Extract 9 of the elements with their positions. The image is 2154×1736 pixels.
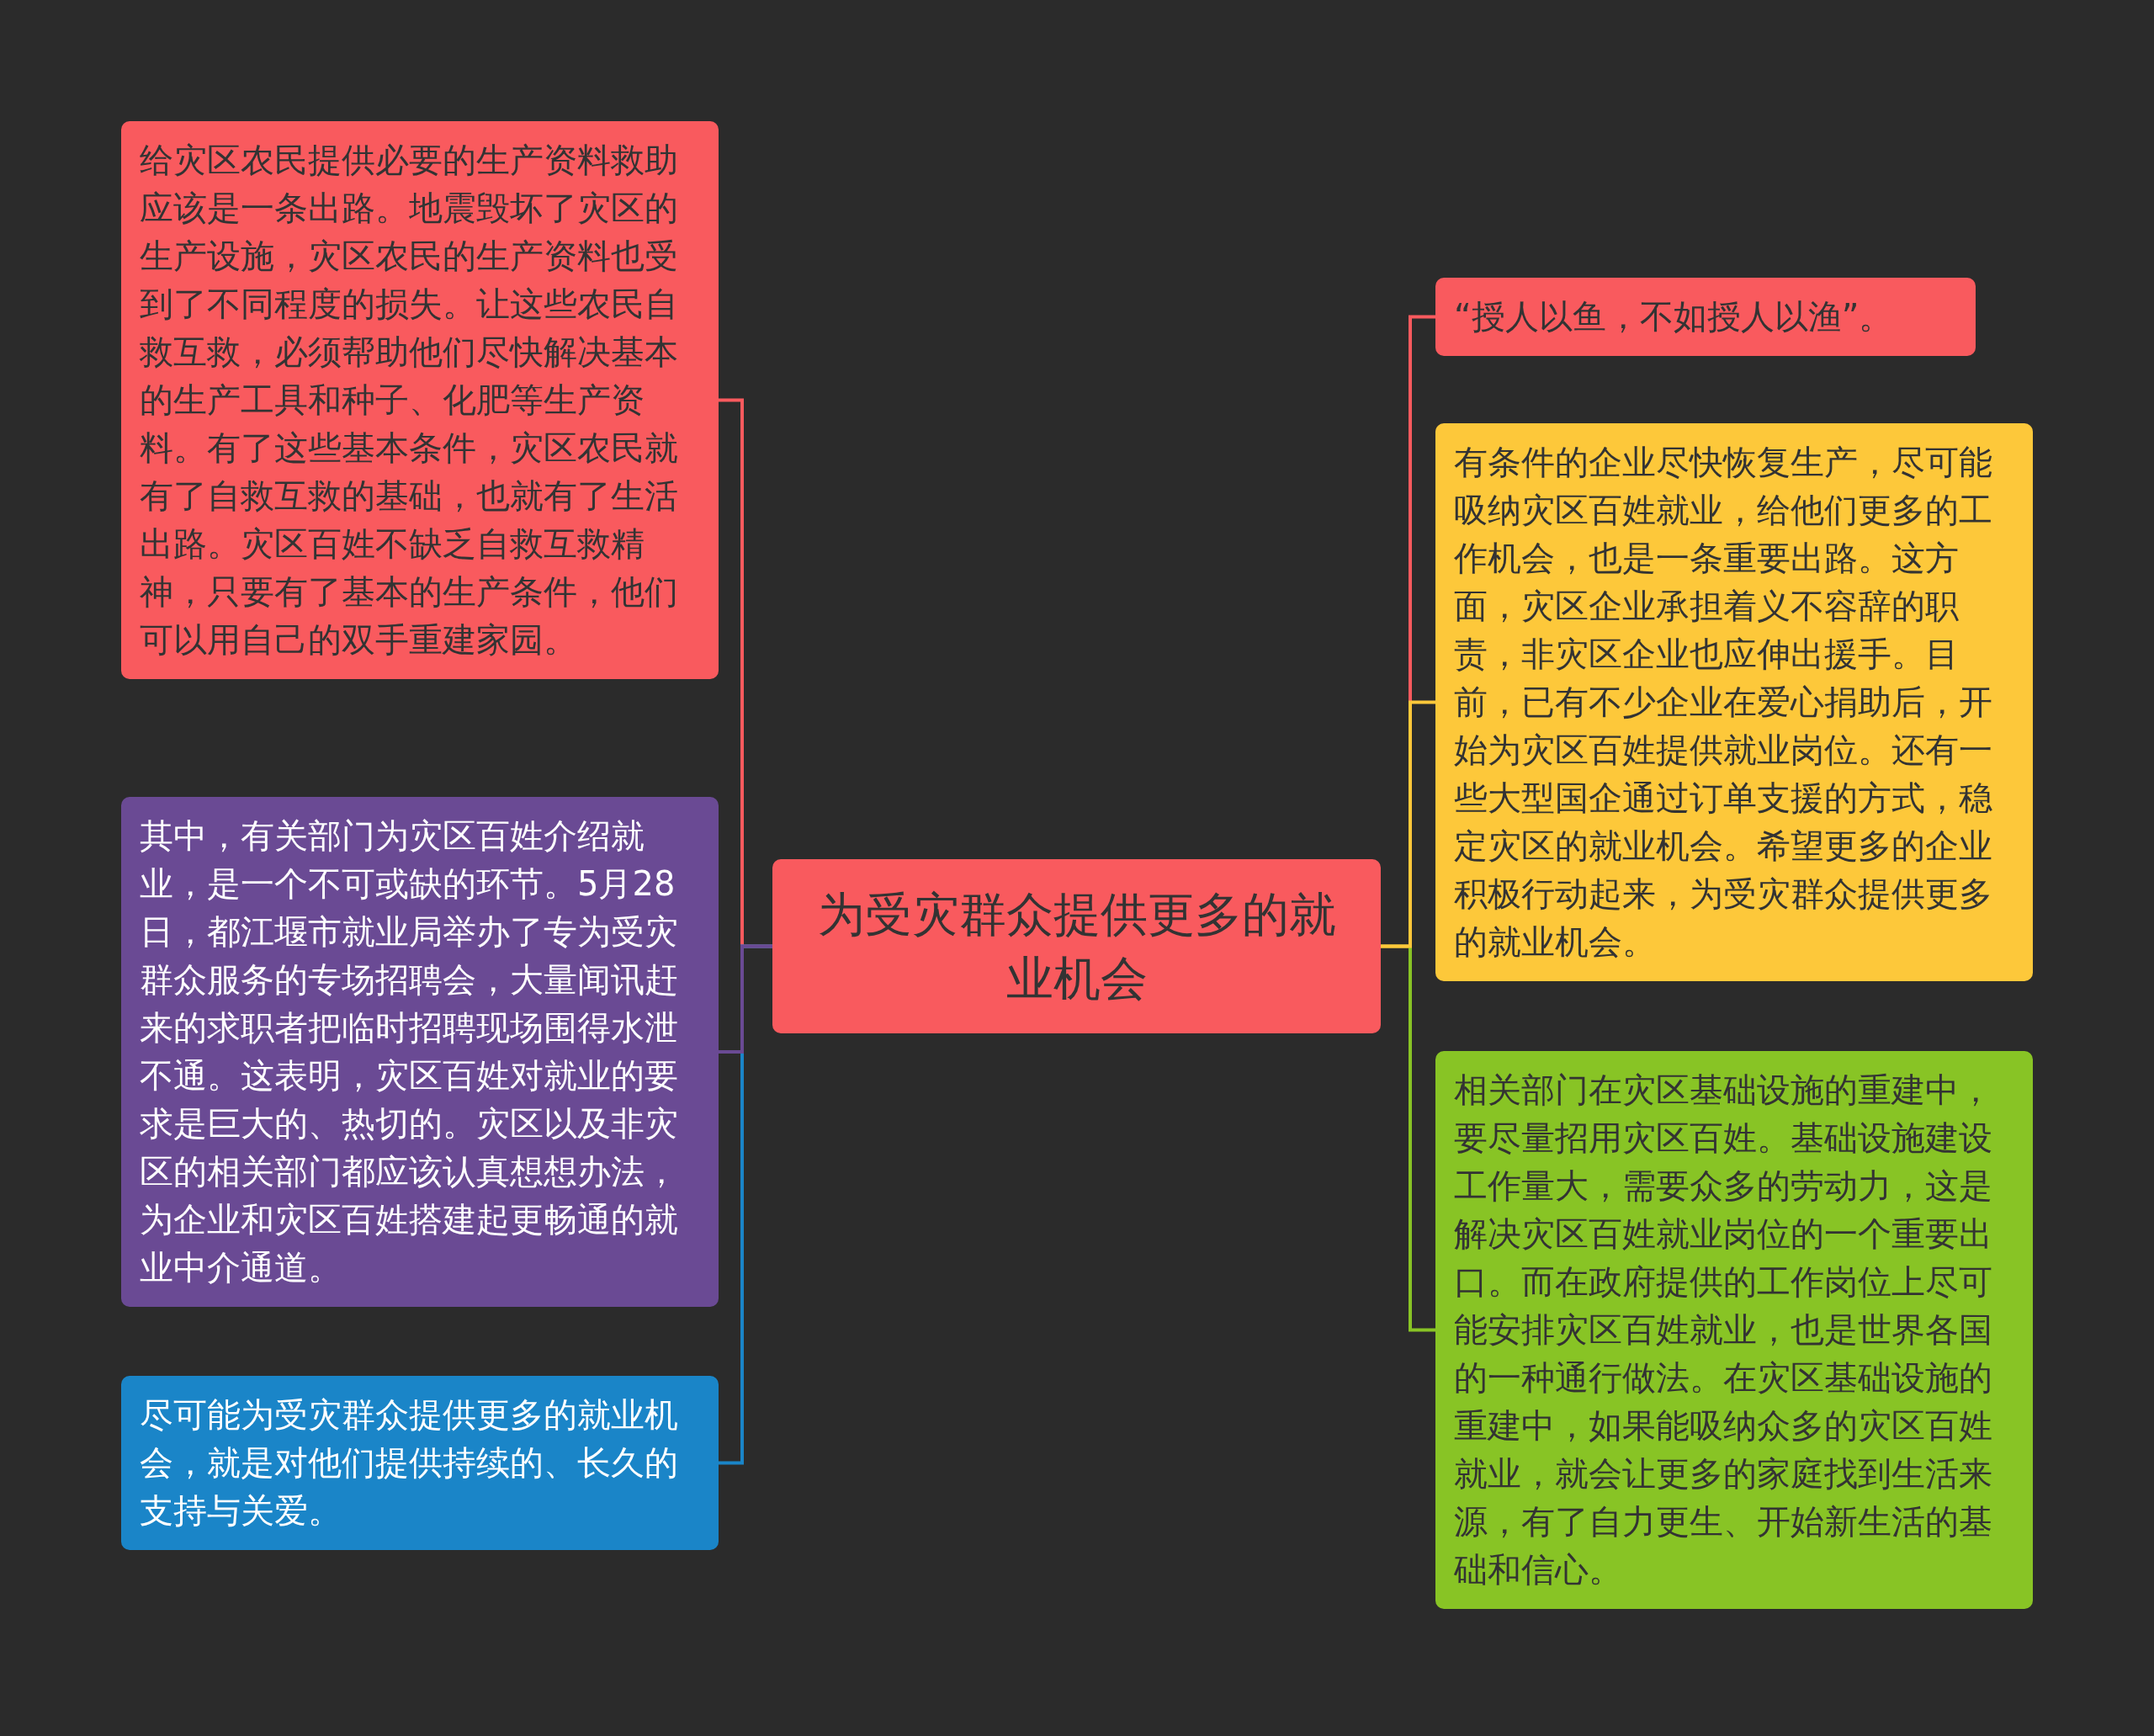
- connector-line: [719, 944, 772, 1054]
- branch-box: 相关部门在灾区基础设施的重建中，要尽量招用灾区百姓。基础设施建设工作量大，需要众多的劳动力，这是解决灾区百姓就业岗位的一个重要出口。而在政府提供的工作岗位上尽可能安排灾区百姓就业，也是世界各国的一种通行做法。在灾区基础设施的重建中，如果能吸纳众多的灾区百姓就业，就会让更多的家庭找到生活来源，有了自力更生、开始新生活的基础和信心。: [1435, 1051, 2033, 1609]
- branch-box: 给灾区农民提供必要的生产资料救助应该是一条出路。地震毁坏了灾区的生产设施，灾区农民的生产资料也受到了不同程度的损失。让这些农民自救互救，必须帮助他们尽快解决基本的生产工具和种子、化肥等生产资料。有了这些基本条件，灾区农民就有了自救互救的基础，也就有了生活出路。灾区百姓不缺乏自救互救精神，只要有了基本的生产条件，他们可以用自己的双手重建家园。: [121, 121, 719, 679]
- branch-box: 其中，有关部门为灾区百姓介绍就业，是一个不可或缺的环节。5月28日，都江堰市就业局举办了专为受灾群众服务的专场招聘会，大量闻讯赶来的求职者把临时招聘现场围得水泄不通。这表明，灾区百姓对就业的要求是巨大的、热切的。灾区以及非灾区的相关部门都应该认真想想办法，为企业和灾区百姓搭建起更畅通的就业中介通道。: [121, 797, 719, 1307]
- branch-box: “授人以鱼，不如授人以渔”。: [1435, 278, 1976, 356]
- connector-line: [1381, 700, 1435, 948]
- branch-box: 有条件的企业尽快恢复生产，尽可能吸纳灾区百姓就业，给他们更多的工作机会，也是一条重要出路。这方面，灾区企业承担着义不容辞的职责，非灾区企业也应伸出援手。目前，已有不少企业在爱心捐助后，开始为灾区百姓提供就业岗位。还有一些大型国企通过订单支援的方式，稳定灾区的就业机会。希望更多的企业积极行动起来，为受灾群众提供更多的就业机会。: [1435, 423, 2033, 981]
- branch-box: 尽可能为受灾群众提供更多的就业机会，就是对他们提供持续的、长久的支持与关爱。: [121, 1376, 719, 1550]
- topic-box: 为受灾群众提供更多的就业机会: [772, 859, 1381, 1033]
